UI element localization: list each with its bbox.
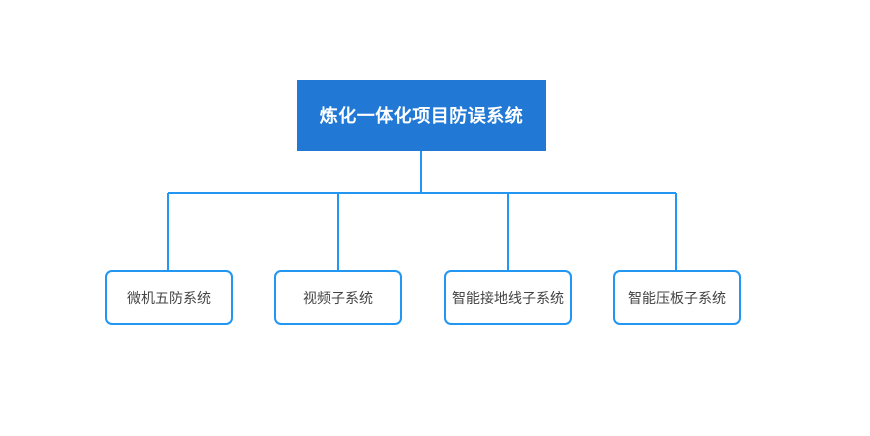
root-node[interactable]: 炼化一体化项目防误系统 — [297, 80, 546, 151]
child-node-3-label: 智能接地线子系统 — [452, 289, 564, 306]
child-node-1-label: 微机五防系统 — [127, 289, 211, 306]
child-node-2[interactable]: 视频子系统 — [274, 270, 402, 325]
child-node-4-label: 智能压板子系统 — [628, 289, 726, 306]
root-node-label: 炼化一体化项目防误系统 — [319, 105, 524, 126]
child-node-2-label: 视频子系统 — [303, 289, 373, 306]
child-node-3[interactable]: 智能接地线子系统 — [444, 270, 572, 325]
child-node-4[interactable]: 智能压板子系统 — [613, 270, 741, 325]
child-node-1[interactable]: 微机五防系统 — [105, 270, 233, 325]
